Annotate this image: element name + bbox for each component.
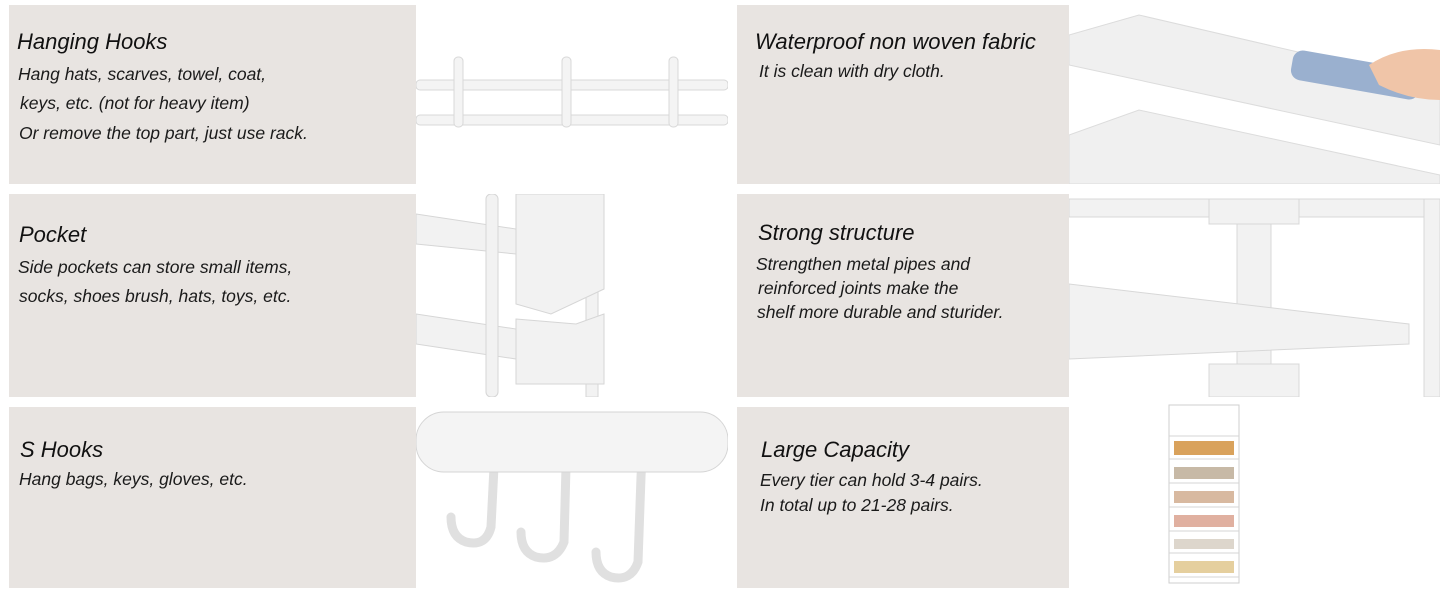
- feature-text: Or remove the top part, just use rack.: [19, 123, 308, 143]
- hanging-hooks-image: [416, 5, 728, 184]
- feature-text: It is clean with dry cloth.: [759, 61, 945, 81]
- feature-text: keys, etc. (not for heavy item): [20, 93, 250, 113]
- shoe-rack-image: [1069, 403, 1440, 588]
- feature-title: S Hooks: [20, 437, 104, 462]
- strong-structure-image: [1069, 194, 1440, 397]
- feature-text: Hang hats, scarves, towel, coat,: [18, 64, 267, 84]
- feature-text: Side pockets can store small items,: [18, 257, 293, 277]
- feature-title: Waterproof non woven fabric: [755, 29, 1036, 54]
- feature-title: Strong structure: [758, 220, 915, 245]
- feature-pocket: Pocket Side pockets can store small item…: [9, 194, 416, 397]
- feature-text: In total up to 21-28 pairs.: [760, 495, 954, 515]
- feature-waterproof: Waterproof non woven fabric It is clean …: [737, 5, 1069, 184]
- pocket-image: [416, 194, 728, 397]
- feature-text: Strengthen metal pipes and: [756, 254, 971, 274]
- feature-large-capacity: Large Capacity Every tier can hold 3-4 p…: [737, 407, 1069, 588]
- feature-s-hooks: S Hooks Hang bags, keys, gloves, etc.: [9, 407, 416, 588]
- feature-hanging-hooks: Hanging Hooks Hang hats, scarves, towel,…: [9, 5, 416, 184]
- waterproof-fabric-image: [1069, 5, 1440, 184]
- feature-text: shelf more durable and sturider.: [757, 302, 1004, 322]
- feature-text: socks, shoes brush, hats, toys, etc.: [19, 286, 292, 306]
- feature-strong-structure: Strong structure Strengthen metal pipes …: [737, 194, 1069, 397]
- feature-title: Pocket: [19, 222, 87, 247]
- feature-text: Every tier can hold 3-4 pairs.: [760, 470, 983, 490]
- feature-title: Large Capacity: [761, 437, 909, 462]
- s-hooks-image: [416, 407, 728, 588]
- feature-title: Hanging Hooks: [17, 29, 168, 54]
- feature-text: Hang bags, keys, gloves, etc.: [19, 469, 248, 489]
- feature-text: reinforced joints make the: [758, 278, 959, 298]
